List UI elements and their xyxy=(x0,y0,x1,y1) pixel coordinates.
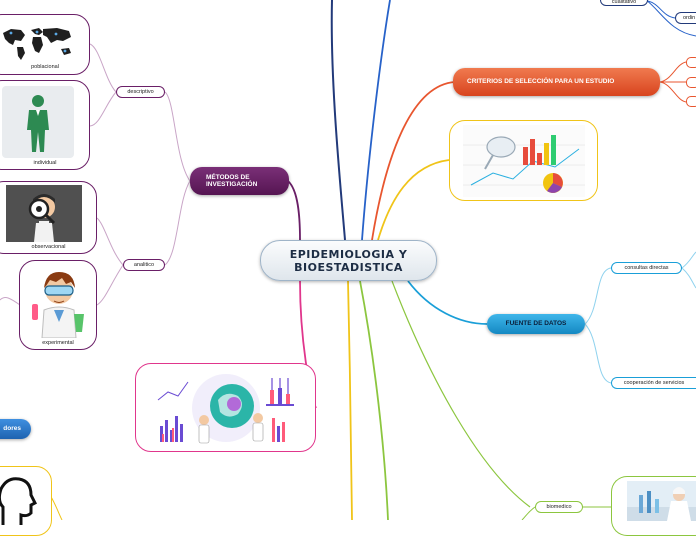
fuente-topic-label: FUENTE DE DATOS xyxy=(505,320,567,328)
research-illustration-card[interactable] xyxy=(135,363,316,452)
biomedico-node[interactable]: biomedico xyxy=(535,501,583,513)
lab-researcher-card[interactable] xyxy=(611,476,696,536)
research-illustration-image xyxy=(157,374,294,444)
individual-caption: individual xyxy=(33,160,57,166)
analytics-chart-card[interactable] xyxy=(449,120,598,201)
criterios-child-1[interactable] xyxy=(686,57,696,68)
left-partial-topic[interactable]: dores xyxy=(0,419,31,439)
head-silhouette-icon xyxy=(0,477,37,525)
lab-researcher-image xyxy=(627,481,696,521)
criterios-child-2[interactable] xyxy=(686,77,696,88)
analitico-label: analitico xyxy=(133,262,155,268)
head-silhouette-card[interactable] xyxy=(0,466,52,536)
analytics-chart-image xyxy=(463,125,585,197)
world-map-icon xyxy=(3,28,71,60)
individual-card[interactable]: individual xyxy=(0,80,90,170)
metodos-topic-label: MÉTODOS DE INVESTIGACIÓN xyxy=(206,173,258,188)
central-topic[interactable]: EPIDEMIOLOGIA Y BIOESTADISTICA xyxy=(260,240,437,281)
cualitativo-node[interactable]: cualitativo xyxy=(600,0,648,6)
observacional-caption: observacional xyxy=(31,244,66,250)
criterios-topic-label: CRITERIOS DE SELECCIÓN PARA UN ESTUDIO xyxy=(467,78,615,86)
analitico-node[interactable]: analitico xyxy=(123,259,165,271)
person-icon-frame xyxy=(2,86,74,158)
fuente-topic[interactable]: FUENTE DE DATOS xyxy=(487,314,585,334)
magnifier-person-icon xyxy=(6,185,82,242)
metodos-topic[interactable]: MÉTODOS DE INVESTIGACIÓN xyxy=(190,167,289,195)
central-topic-line2: BIOESTADISTICA xyxy=(294,260,403,274)
observacional-card[interactable]: observacional xyxy=(0,181,97,254)
cooperacion-servicios-label: cooperación de servicios xyxy=(623,380,685,386)
cooperacion-servicios-node[interactable]: cooperación de servicios xyxy=(611,377,696,389)
cualitativo-label: cualitativo xyxy=(611,0,637,5)
ordin-label: ordin xyxy=(683,15,696,21)
consultas-directas-label: consultas directas xyxy=(624,265,669,271)
central-topic-line1: EPIDEMIOLOGIA Y xyxy=(289,247,408,261)
poblacional-card[interactable]: poblacional xyxy=(0,14,90,75)
criterios-child-3[interactable] xyxy=(686,96,696,107)
biomedico-label: biomedico xyxy=(546,504,572,510)
left-partial-label: dores xyxy=(3,425,21,433)
experimental-caption: experimental xyxy=(42,340,74,346)
person-icon xyxy=(27,95,49,152)
descriptivo-node[interactable]: descriptivo xyxy=(116,86,165,98)
ordin-node[interactable]: ordin xyxy=(675,12,696,24)
magnifier-person-icon-frame xyxy=(6,185,82,242)
scientist-icon xyxy=(32,272,84,338)
experimental-card[interactable]: experimental xyxy=(19,260,97,350)
consultas-directas-node[interactable]: consultas directas xyxy=(611,262,682,274)
criterios-topic[interactable]: CRITERIOS DE SELECCIÓN PARA UN ESTUDIO xyxy=(453,68,660,96)
poblacional-caption: poblacional xyxy=(31,64,59,70)
mind-map-connectors xyxy=(0,0,696,520)
descriptivo-label: descriptivo xyxy=(127,89,154,95)
